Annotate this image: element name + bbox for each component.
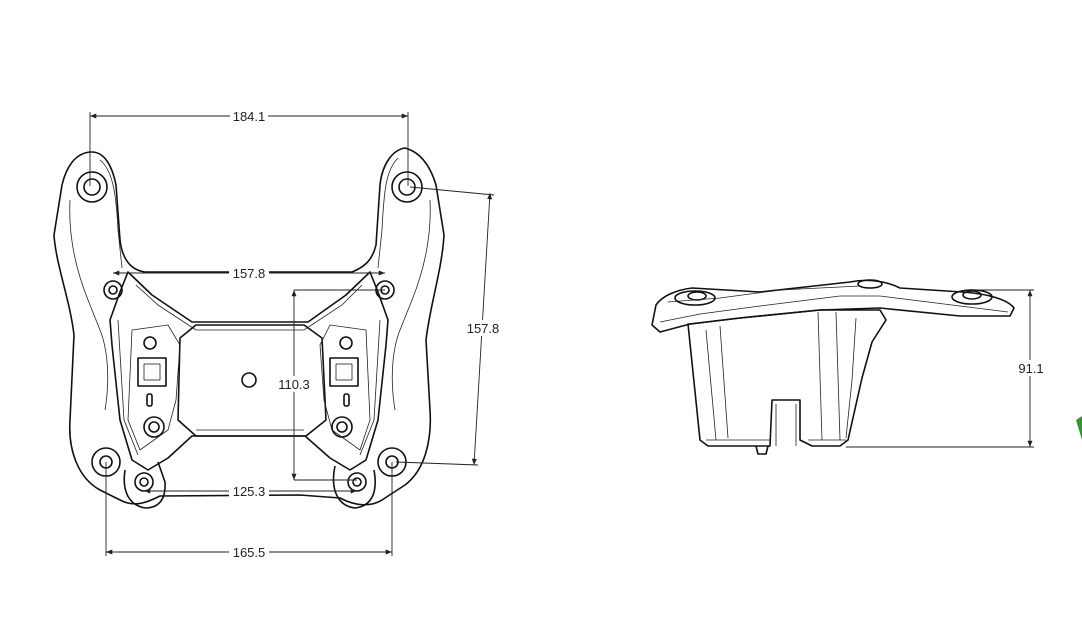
dim-top-width: 184.1: [233, 109, 266, 124]
left-slot: [146, 393, 153, 407]
right-foot: [332, 465, 376, 509]
side-dimensions: 91.1: [846, 289, 1046, 448]
side-boss-right: [951, 289, 993, 305]
side-bottom-tab: [755, 445, 769, 455]
dim-upper-inner-width: 157.8: [233, 266, 266, 281]
side-body: [687, 309, 887, 447]
dim-right-height: 157.8: [467, 321, 500, 336]
left-foot: [123, 461, 166, 509]
dim-bottom-width: 165.5: [233, 545, 266, 560]
front-outer-outline: [53, 147, 445, 506]
center-hole: [241, 372, 257, 388]
left-pocket: [127, 324, 181, 451]
front-dimensions: 184.1 157.8 157.8 110.3 125.3 165.5: [89, 108, 502, 560]
front-view: [53, 147, 445, 509]
dim-inner-height: 110.3: [278, 377, 310, 392]
right-square-boss: [329, 357, 359, 387]
dim-side-height: 91.1: [1018, 361, 1043, 376]
side-top-flange: [651, 279, 1015, 333]
green-edge-mark: [1076, 416, 1082, 440]
side-boss-left: [674, 290, 716, 306]
side-view: [651, 279, 1015, 455]
front-center-plate: [177, 324, 327, 437]
left-square-boss: [137, 357, 167, 387]
front-center-frame: [109, 271, 389, 471]
dim-lower-inner-width: 125.3: [233, 484, 266, 499]
side-boss-center: [857, 279, 883, 289]
right-pocket: [319, 324, 371, 451]
right-slot: [343, 393, 350, 407]
front-arm-inner-line: [69, 199, 109, 411]
